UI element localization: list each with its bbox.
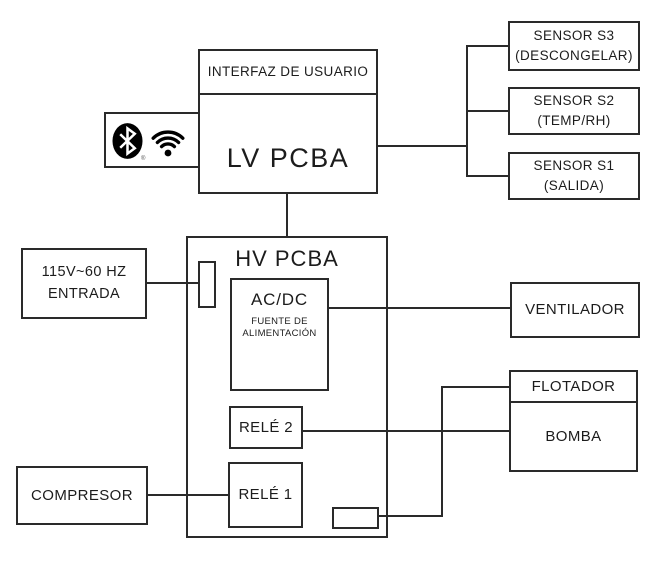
sensor-s2-box: SENSOR S2 (TEMP/RH) bbox=[508, 87, 640, 135]
entrada-box: 115V~60 HZ ENTRADA bbox=[21, 248, 147, 319]
entrada-line1: 115V~60 HZ bbox=[41, 264, 127, 281]
user-interface-box: INTERFAZ DE USUARIO bbox=[198, 49, 378, 95]
wifi-icon bbox=[151, 130, 185, 157]
bomba-box: BOMBA bbox=[509, 401, 638, 472]
wire-flotador-vertical bbox=[441, 386, 443, 517]
sensor-s3-name: SENSOR S3 bbox=[533, 28, 615, 44]
wire-stub-sensor-s2 bbox=[466, 110, 508, 112]
wire-lv-to-sensor-bus bbox=[377, 145, 467, 147]
acdc-detail-line1: FUENTE DE bbox=[251, 315, 308, 327]
wire-entrada-to-hv bbox=[147, 282, 198, 284]
wire-stub-sensor-s3 bbox=[466, 45, 508, 47]
acdc-detail-line2: ALIMENTACIÓN bbox=[242, 328, 317, 340]
hv-pcba-label: HV PCBA bbox=[235, 246, 339, 271]
sensor-s3-box: SENSOR S3 (DESCONGELAR) bbox=[508, 21, 640, 71]
ventilador-box: VENTILADOR bbox=[510, 282, 640, 338]
lv-pcba-label: LV PCBA bbox=[226, 142, 350, 173]
flotador-box: FLOTADOR bbox=[509, 370, 638, 403]
bomba-label: BOMBA bbox=[545, 427, 602, 445]
sensor-s1-name: SENSOR S1 bbox=[533, 158, 615, 174]
hv-input-connector bbox=[198, 261, 216, 308]
user-interface-label: INTERFAZ DE USUARIO bbox=[207, 64, 369, 80]
sensor-s1-detail: (SALIDA) bbox=[543, 178, 605, 193]
hv-output-connector bbox=[332, 507, 379, 529]
compresor-box: COMPRESOR bbox=[16, 466, 148, 525]
bluetooth-icon bbox=[112, 123, 143, 159]
wire-acdc-to-ventilador bbox=[329, 307, 510, 309]
sensor-s2-detail: (TEMP/RH) bbox=[537, 113, 611, 128]
wire-lv-to-hv bbox=[286, 194, 288, 236]
flotador-label: FLOTADOR bbox=[531, 377, 616, 395]
sensor-s2-name: SENSOR S2 bbox=[533, 93, 615, 109]
rele1-box: RELÉ 1 bbox=[228, 462, 303, 528]
wire-flotador-horizontal bbox=[441, 386, 509, 388]
sensor-s3-detail: (DESCONGELAR) bbox=[515, 48, 633, 63]
bluetooth-registered-mark: ® bbox=[141, 156, 146, 162]
hv-pcba-box bbox=[186, 236, 388, 538]
sensor-s1-box: SENSOR S1 (SALIDA) bbox=[508, 152, 640, 200]
ventilador-label: VENTILADOR bbox=[525, 301, 625, 319]
entrada-line2: ENTRADA bbox=[47, 285, 121, 302]
wire-stub-sensor-s1 bbox=[466, 175, 508, 177]
acdc-name: AC/DC bbox=[251, 290, 308, 309]
acdc-power-supply-box: AC/DC FUENTE DE ALIMENTACIÓN bbox=[230, 278, 329, 391]
compresor-label: COMPRESOR bbox=[31, 486, 133, 504]
rele2-box: RELÉ 2 bbox=[229, 406, 303, 449]
wire-rele2-to-bomba bbox=[303, 430, 509, 432]
rele2-label: RELÉ 2 bbox=[238, 418, 294, 436]
rele1-label: RELÉ 1 bbox=[238, 486, 293, 504]
lv-pcba-box: LV PCBA bbox=[198, 93, 378, 194]
wire-compresor-to-rele1 bbox=[148, 494, 228, 496]
wire-hv-connector-out bbox=[379, 515, 441, 517]
